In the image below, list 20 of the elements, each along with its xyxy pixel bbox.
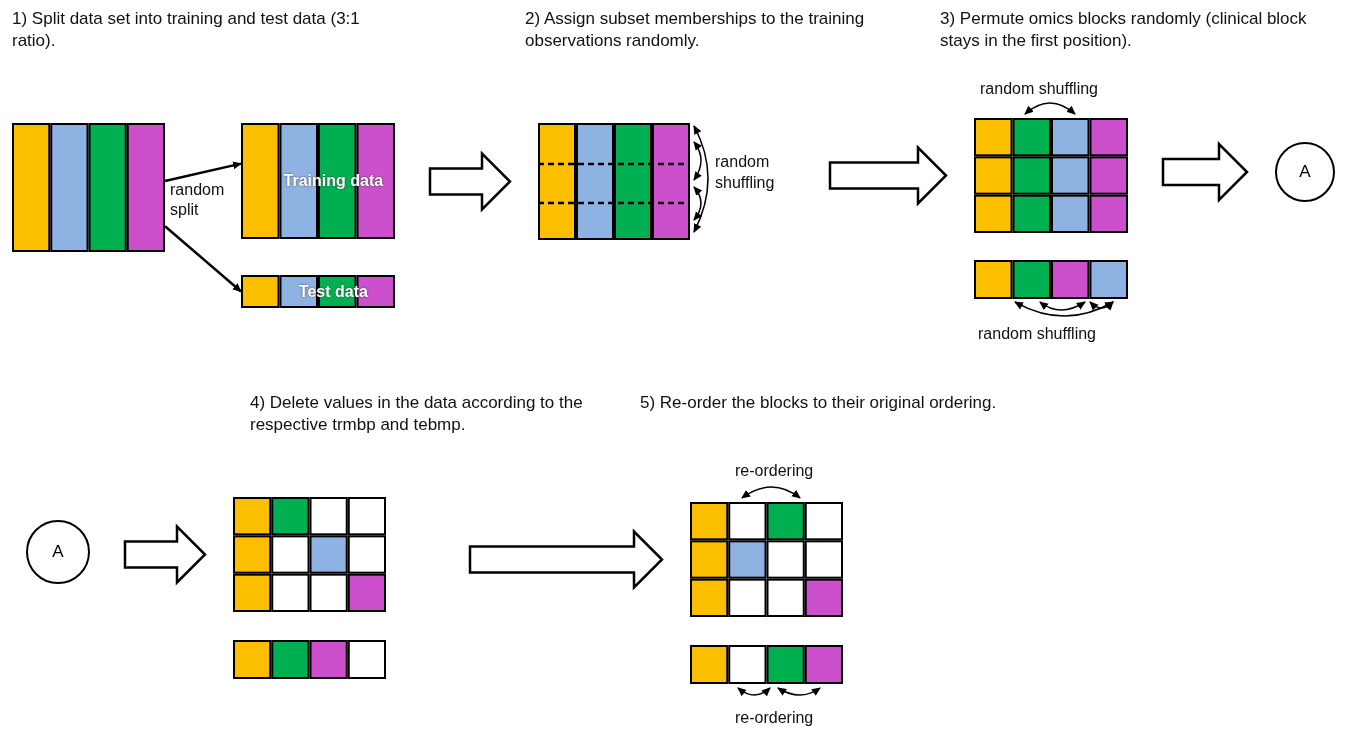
block-arrow: [123, 523, 207, 586]
step-caption: 3) Permute omics blocks randomly (clinical block stays in the first position).: [940, 8, 1308, 53]
annotation-text: random shuffling: [715, 152, 776, 193]
connector-circle: A: [26, 520, 90, 584]
annotation-text: re-ordering: [735, 708, 814, 728]
step-caption: 1) Split data set into training and test data (3:1 ratio).: [12, 8, 361, 53]
arrow: [164, 225, 242, 293]
annotation-text: random split: [170, 180, 226, 220]
arrow: [164, 161, 242, 183]
block-arrow: [468, 528, 664, 591]
block-arrow: [428, 150, 512, 213]
annotation-text: re-ordering: [735, 461, 814, 481]
step-caption: 4) Delete values in the data according to the respective trmbp and tebmp.: [250, 392, 584, 437]
annotation-text: random shuffling: [978, 324, 1096, 344]
block-arrow: [828, 144, 948, 207]
step-caption: 5) Re-order the blocks to their original ordering.: [640, 392, 998, 414]
connector-circle: A: [1275, 142, 1335, 202]
block-arrow: [1161, 141, 1249, 203]
annotation-text: random shuffling: [980, 79, 1098, 99]
step-caption: 2) Assign subset memberships to the training observations randomly.: [525, 8, 866, 53]
